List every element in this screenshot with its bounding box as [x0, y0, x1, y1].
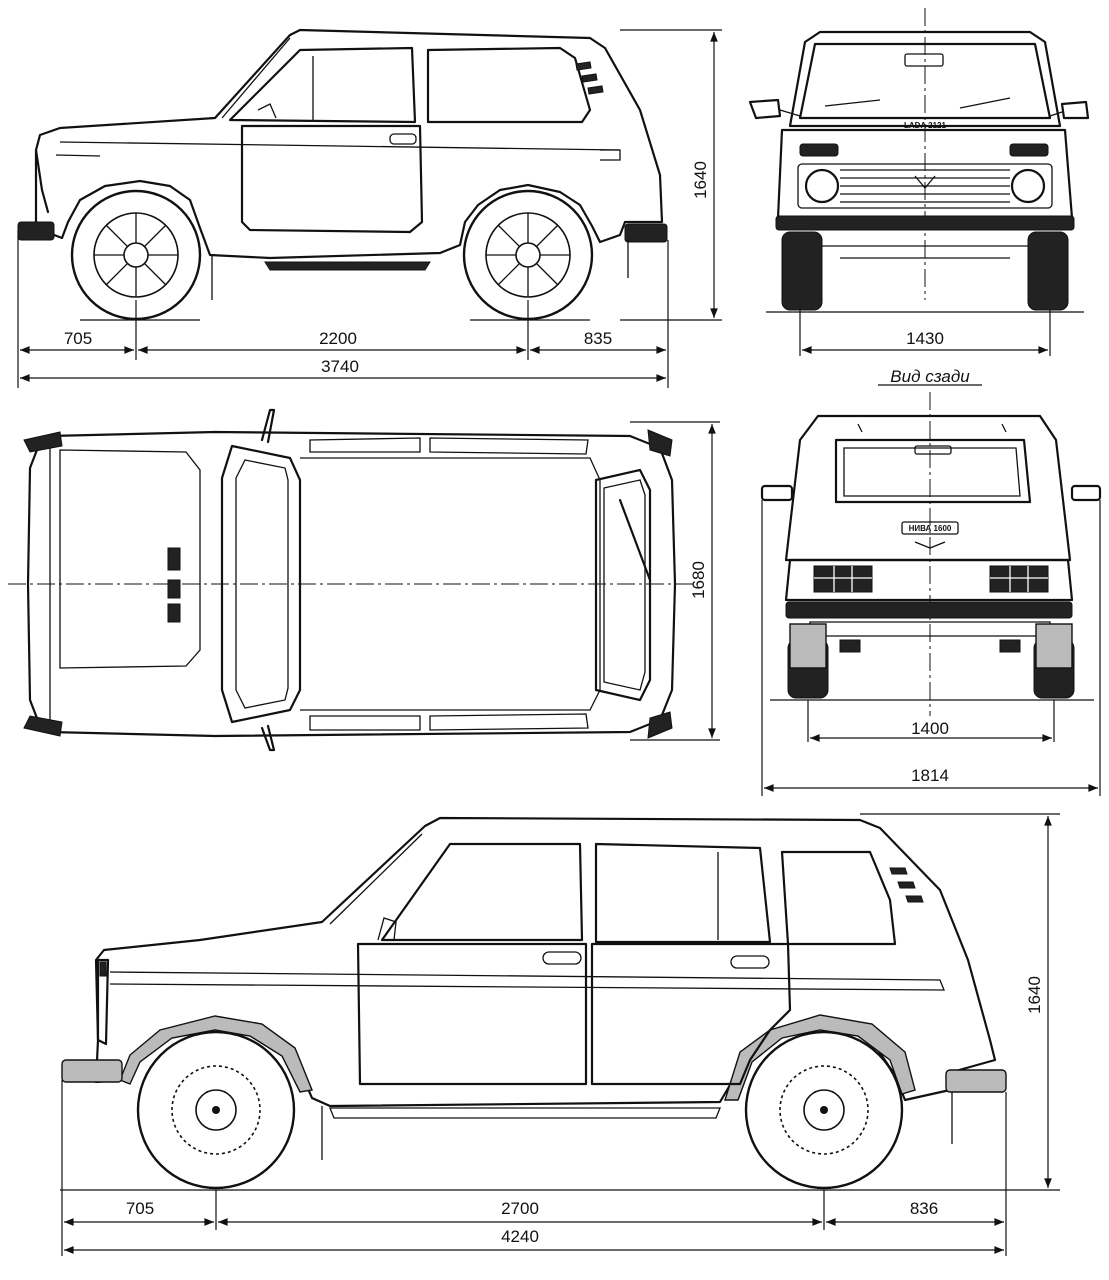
dim-length-5door: 4240: [501, 1227, 539, 1246]
dim-track-rear: 1400: [911, 719, 949, 738]
rear-plate: НИВА 1600: [909, 524, 952, 533]
dim-rear-overhang-3door: 835: [584, 329, 612, 348]
side-view-3door: 1640 705 2200 835 3740: [17, 28, 722, 388]
rear-wheel-3door: [462, 189, 594, 321]
dim-height-3door: 1640: [691, 161, 710, 199]
dim-width-top: 1680: [689, 561, 708, 599]
dim-track-front: 1430: [906, 329, 944, 348]
dim-height-5door: 1640: [1025, 976, 1044, 1014]
front-wheel-5door: [136, 1030, 296, 1190]
dim-overall-width-rear: 1814: [911, 766, 949, 785]
dim-front-overhang-3door: 705: [64, 329, 92, 348]
hood-badge: LADA 2121: [904, 121, 946, 130]
dim-front-overhang-5door: 705: [126, 1199, 154, 1218]
dim-wheelbase-3door: 2200: [319, 329, 357, 348]
top-view: 1680: [8, 408, 720, 752]
side-view-5door: 1640 705 2700 836 4240: [60, 813, 1060, 1256]
rear-view: Вид сзади НИВА 1600 14: [760, 367, 1102, 796]
front-wheel-3door: [70, 189, 202, 321]
rear-wheel-5door: [744, 1030, 904, 1190]
rear-view-caption: Вид сзади: [890, 367, 970, 386]
front-view: LADA 2121 1430: [748, 8, 1090, 356]
dim-length-3door: 3740: [321, 357, 359, 376]
dim-rear-overhang-5door: 836: [910, 1199, 938, 1218]
dim-wheelbase-5door: 2700: [501, 1199, 539, 1218]
